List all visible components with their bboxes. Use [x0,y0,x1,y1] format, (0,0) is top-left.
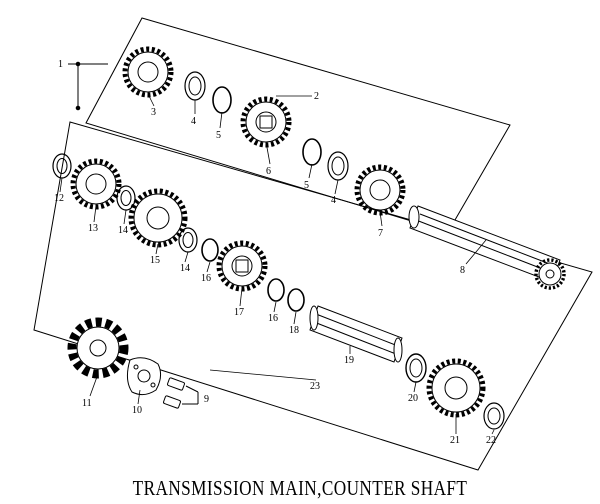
label-14a: 14 [118,225,128,236]
label-12: 12 [54,193,64,204]
main-shaft-8 [408,205,566,290]
circlip-5a [212,86,232,114]
label-10: 10 [132,405,142,416]
washer-14b [178,227,198,253]
gear-6 [243,99,289,145]
label-17: 17 [234,307,244,318]
label-14b: 14 [180,263,190,274]
circlip-5b [302,138,322,166]
circlip-18 [287,288,305,312]
label-21: 21 [450,435,460,446]
sprocket-11 [67,317,129,379]
label-4a: 4 [191,116,196,127]
counter-shaft-19 [309,305,403,363]
label-13: 13 [88,223,98,234]
label-1: 1 [58,59,63,70]
counter-shaft-group-outline [33,121,593,471]
label-23: 23 [310,381,320,392]
label-2: 2 [314,91,319,102]
plate-10 [126,357,162,396]
label-9: 9 [204,394,209,405]
part-labels: 1 2 3 4 5 6 5 4 7 8 9 10 11 12 13 14 15 … [54,59,496,446]
bolts-9 [163,377,199,409]
label-6: 6 [266,166,271,177]
label-7: 7 [378,228,383,239]
label-5a: 5 [216,130,221,141]
washer-22 [483,402,505,430]
gear-13 [73,161,119,207]
label-19: 19 [344,355,354,366]
label-11: 11 [82,398,92,409]
gear-3 [125,49,171,95]
bearing-20 [405,353,427,383]
leader-lines [59,93,495,435]
label-8: 8 [460,265,465,276]
gear-17 [219,243,265,289]
label-16b: 16 [268,313,278,324]
label-5b: 5 [304,180,309,191]
diagram-title: TRANSMISSION MAIN,COUNTER SHAFT [132,476,468,500]
label-18: 18 [289,325,299,336]
washer-4a [184,71,206,101]
label-16a: 16 [201,273,211,284]
label-4b: 4 [331,195,336,206]
gear-15 [131,191,185,245]
washer-4b [327,151,349,181]
circlip-16a [201,238,219,262]
circlip-16b [267,278,285,302]
label-20: 20 [408,393,418,404]
item-1-leader [68,61,108,111]
label-3: 3 [151,107,156,118]
label-22: 22 [486,435,496,446]
label-15: 15 [150,255,160,266]
gear-21 [429,361,483,415]
